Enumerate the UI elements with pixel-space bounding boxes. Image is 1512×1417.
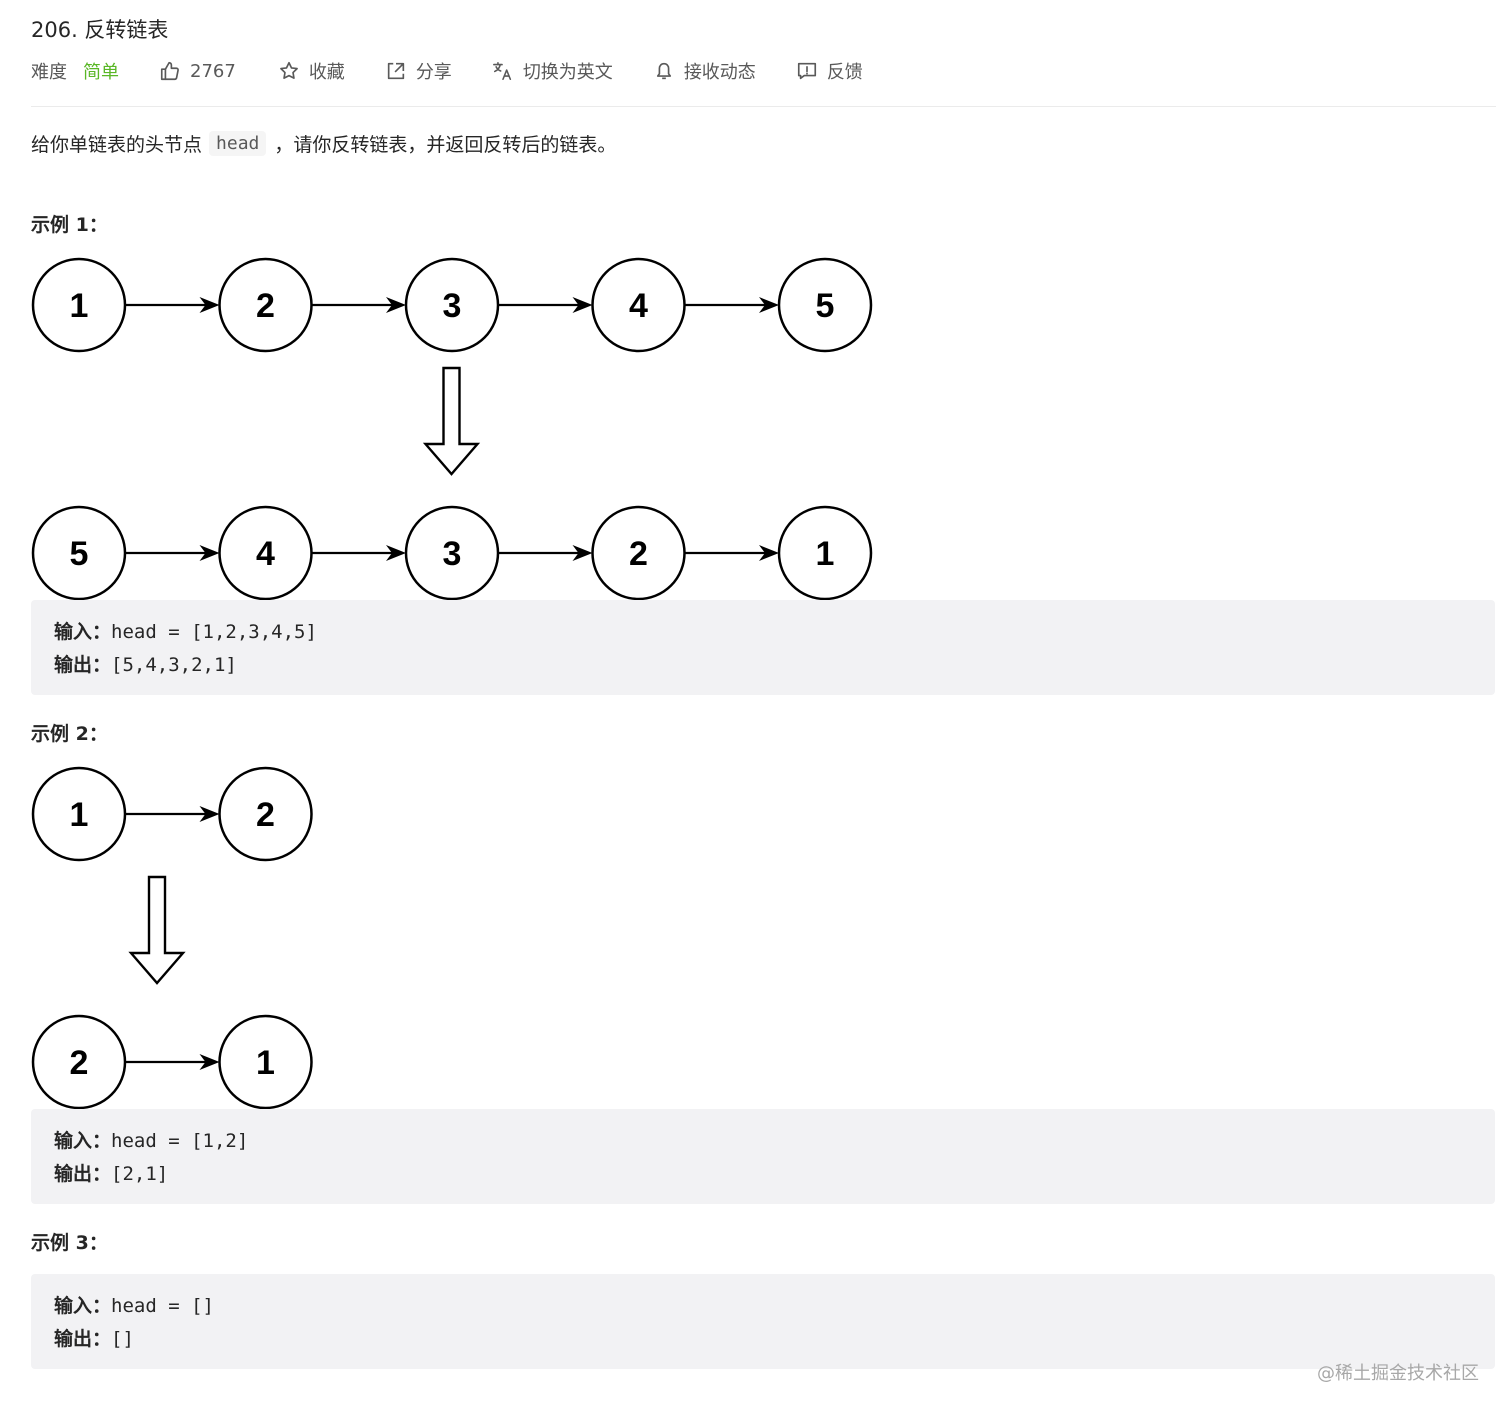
output-list-node: 4 — [218, 505, 313, 601]
input-list-node: 1 — [31, 257, 127, 353]
share-button[interactable]: 分享 — [385, 58, 452, 84]
subscribe-button[interactable]: 接收动态 — [653, 58, 756, 84]
output-value: [5,4,3,2,1] — [111, 654, 237, 676]
share-label: 分享 — [415, 62, 452, 83]
example-3-output-line: 输出：[] — [54, 1323, 1495, 1356]
node-value: 3 — [443, 535, 462, 573]
example-3-title: 示例 3： — [31, 1232, 108, 1254]
problem-meta-bar: 难度 简单 2767 收藏 分享 — [31, 54, 863, 88]
node-value: 1 — [70, 796, 89, 834]
node-value: 5 — [70, 535, 89, 573]
difficulty-value: 简单 — [83, 62, 119, 83]
translate-icon — [492, 60, 514, 82]
pointer-arrow-head — [386, 297, 406, 313]
output-list-node: 1 — [777, 505, 873, 601]
pointer-arrow-head — [199, 297, 220, 313]
output-list-node: 5 — [31, 505, 127, 601]
example-1-diagram: 1 2 3 4 5 5 4 3 2 1 — [31, 257, 873, 601]
node-value: 5 — [816, 287, 835, 325]
example-1-title: 示例 1： — [31, 214, 108, 236]
description-text-start: 给你单链表的头节点 — [31, 134, 203, 156]
header-divider — [31, 106, 1496, 107]
example-2-output-line: 输出：[2,1] — [54, 1158, 1495, 1191]
switch-language-button[interactable]: 切换为英文 — [492, 58, 613, 84]
output-list-node: 1 — [218, 1014, 313, 1110]
switch-language-label: 切换为英文 — [522, 62, 613, 83]
transform-down-arrow — [422, 366, 481, 476]
node-value: 2 — [256, 287, 275, 325]
subscribe-label: 接收动态 — [683, 62, 756, 83]
node-circle — [777, 505, 873, 601]
node-circle — [777, 257, 873, 353]
output-label: 输出： — [54, 1328, 112, 1350]
output-list-node: 2 — [31, 1014, 127, 1110]
share-icon — [385, 60, 407, 82]
feedback-icon — [796, 60, 818, 82]
feedback-label: 反馈 — [826, 62, 863, 83]
pointer-arrow-head — [199, 545, 220, 561]
example-2-input-line: 输入：head = [1,2] — [54, 1125, 1495, 1158]
input-label: 输入： — [54, 1130, 112, 1152]
node-value: 3 — [443, 287, 462, 325]
node-value: 1 — [816, 535, 835, 573]
pointer-arrow-head — [572, 297, 593, 313]
node-value: 4 — [256, 535, 275, 573]
input-list-node: 5 — [777, 257, 873, 353]
thumbs-up-icon — [159, 60, 181, 82]
input-label: 输入： — [54, 1295, 112, 1317]
example-2-io-block: 输入：head = [1,2] 输出：[2,1] — [31, 1109, 1495, 1204]
star-icon — [278, 60, 300, 82]
input-list-node: 2 — [218, 766, 313, 862]
node-value: 2 — [70, 1044, 89, 1082]
example-3-io-block: 输入：head = [] 输出：[] — [31, 1274, 1495, 1369]
problem-description: 给你单链表的头节点 head ，请你反转链表，并返回反转后的链表。 — [31, 130, 616, 157]
inline-code-head: head — [209, 131, 267, 156]
input-value: head = [1,2] — [111, 1130, 249, 1152]
example-1-io-block: 输入：head = [1,2,3,4,5] 输出：[5,4,3,2,1] — [31, 600, 1495, 695]
node-value: 1 — [256, 1044, 275, 1082]
example-1-input-line: 输入：head = [1,2,3,4,5] — [54, 616, 1495, 649]
like-button[interactable]: 2767 — [159, 60, 236, 82]
output-label: 输出： — [54, 1163, 112, 1185]
input-list-node: 3 — [404, 257, 500, 353]
input-value: head = [1,2,3,4,5] — [111, 621, 317, 643]
pointer-arrow-head — [199, 1054, 220, 1070]
output-list-node: 3 — [404, 505, 500, 601]
input-list-node: 2 — [218, 257, 313, 353]
output-label: 输出： — [54, 654, 112, 676]
transform-down-arrow — [128, 875, 186, 985]
node-value: 2 — [629, 535, 648, 573]
bell-icon — [653, 60, 675, 82]
input-label: 输入： — [54, 621, 112, 643]
problem-title: 206. 反转链表 — [31, 18, 169, 42]
example-3-input-line: 输入：head = [] — [54, 1290, 1495, 1323]
watermark: @稀土掘金技术社区 — [1317, 1363, 1479, 1384]
example-2-diagram: 1 2 2 1 — [31, 766, 313, 1110]
pointer-arrow-head — [759, 545, 779, 561]
example-1-output-line: 输出：[5,4,3,2,1] — [54, 649, 1495, 682]
node-value: 4 — [629, 287, 648, 325]
difficulty: 难度 简单 — [31, 58, 119, 84]
input-list-node: 1 — [31, 766, 127, 862]
output-value: [2,1] — [111, 1163, 169, 1185]
node-circle — [218, 766, 313, 862]
input-value: head = [] — [111, 1295, 214, 1317]
favorite-button[interactable]: 收藏 — [278, 58, 345, 84]
node-value: 1 — [70, 287, 89, 325]
feedback-button[interactable]: 反馈 — [796, 58, 863, 84]
favorite-label: 收藏 — [308, 62, 345, 83]
description-text-end: ，请你反转链表，并返回反转后的链表。 — [274, 134, 617, 156]
node-value: 2 — [256, 796, 275, 834]
example-2-title: 示例 2： — [31, 723, 108, 745]
like-count: 2767 — [190, 60, 236, 82]
pointer-arrow-head — [572, 545, 593, 561]
difficulty-label: 难度 — [31, 62, 67, 83]
pointer-arrow-head — [759, 297, 779, 313]
output-value: [] — [111, 1328, 134, 1350]
pointer-arrow-head — [386, 545, 406, 561]
input-list-node: 4 — [591, 257, 686, 353]
pointer-arrow-head — [199, 806, 220, 822]
output-list-node: 2 — [591, 505, 686, 601]
node-circle — [218, 1014, 313, 1110]
